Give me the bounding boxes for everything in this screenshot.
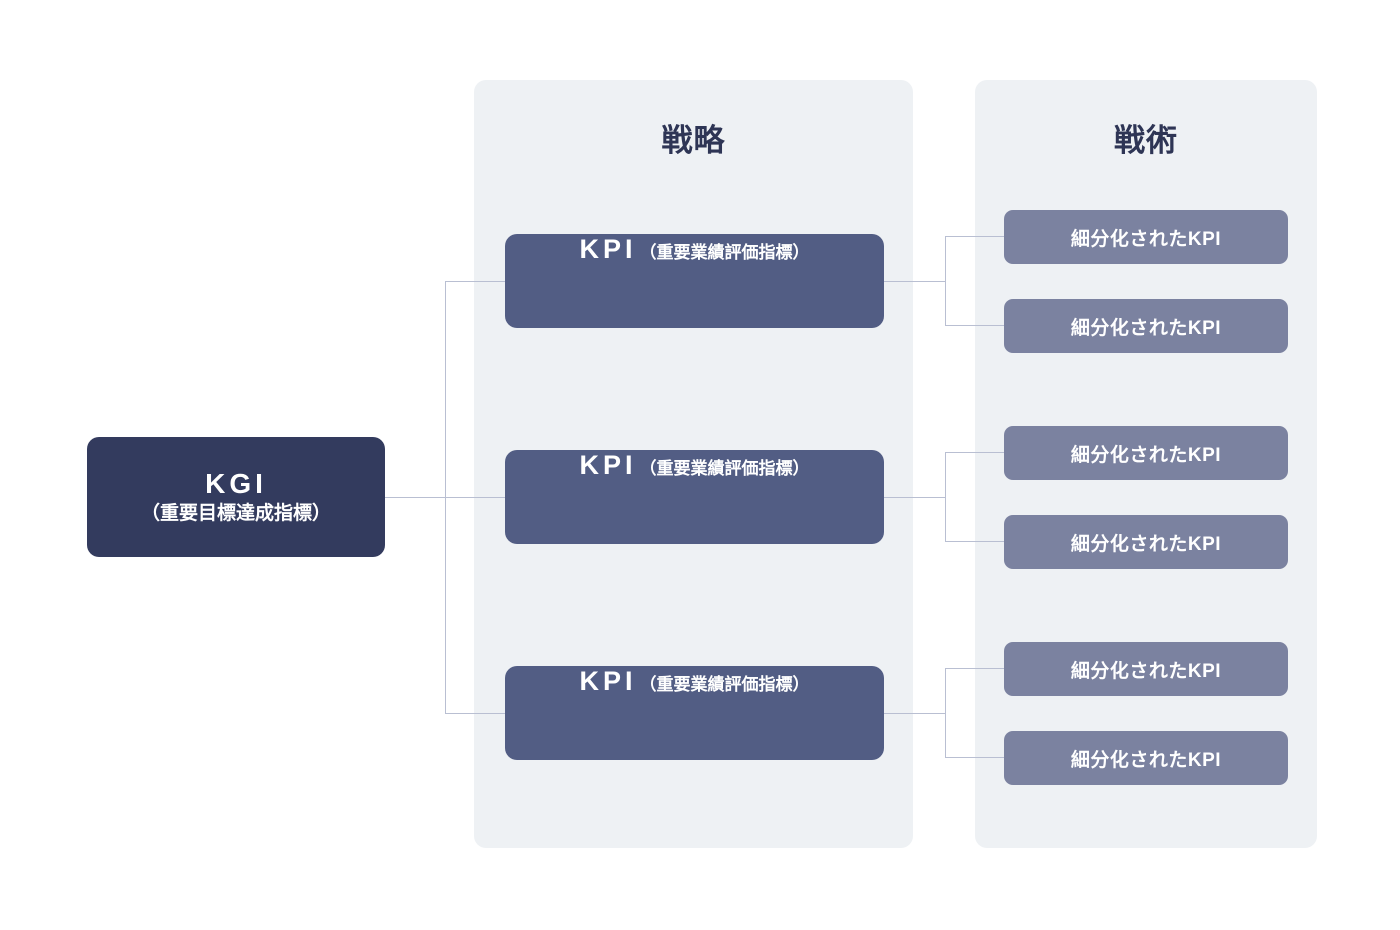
kpi-sub-label: （重要業績評価指標） bbox=[639, 243, 810, 262]
kpi-node-3[interactable]: KPI （重要業績評価指標） bbox=[505, 666, 884, 760]
sub-kpi-node-1-1[interactable]: 細分化されたKPI bbox=[1004, 210, 1288, 264]
kpi-sub-label: （重要業績評価指標） bbox=[639, 459, 810, 478]
connector-kpi3-branch-2 bbox=[945, 757, 1005, 758]
kpi-main-label: KPI bbox=[579, 450, 637, 480]
sub-kpi-node-2-2[interactable]: 細分化されたKPI bbox=[1004, 515, 1288, 569]
kpi-main-label: KPI bbox=[579, 666, 637, 696]
connector-kpi2-branch-2 bbox=[945, 541, 1005, 542]
connector-kpi1-trunk bbox=[945, 236, 946, 326]
connector-kpi3-branch-1 bbox=[945, 668, 1005, 669]
sub-kpi-node-1-2[interactable]: 細分化されたKPI bbox=[1004, 299, 1288, 353]
connector-kpi3-stub bbox=[884, 713, 946, 714]
connector-kgi-stub bbox=[385, 497, 446, 498]
kpi-node-1[interactable]: KPI （重要業績評価指標） bbox=[505, 234, 884, 328]
connector-kpi2-branch-1 bbox=[945, 452, 1005, 453]
kgi-main-label: KGI bbox=[205, 467, 267, 499]
kpi-sub-label: （重要業績評価指標） bbox=[639, 675, 810, 694]
connector-kpi2-trunk bbox=[945, 452, 946, 542]
sub-kpi-node-3-1[interactable]: 細分化されたKPI bbox=[1004, 642, 1288, 696]
sub-kpi-node-2-1[interactable]: 細分化されたKPI bbox=[1004, 426, 1288, 480]
tactics-column-title: 戦術 bbox=[1114, 123, 1178, 158]
kpi-node-2[interactable]: KPI （重要業績評価指標） bbox=[505, 450, 884, 544]
connector-kpi2-stub bbox=[884, 497, 946, 498]
connector-kpi1-branch-2 bbox=[945, 325, 1005, 326]
kpi-main-label: KPI bbox=[579, 234, 637, 264]
connector-kgi-branch-1 bbox=[445, 281, 506, 282]
connector-kpi1-branch-1 bbox=[945, 236, 1005, 237]
strategy-column-title: 戦略 bbox=[661, 123, 726, 158]
connector-kgi-branch-2 bbox=[445, 497, 506, 498]
sub-kpi-node-3-2[interactable]: 細分化されたKPI bbox=[1004, 731, 1288, 785]
connector-kpi1-stub bbox=[884, 281, 946, 282]
kgi-node[interactable]: KGI （重要目標達成指標） bbox=[87, 437, 385, 557]
kgi-sub-label: （重要目標達成指標） bbox=[140, 502, 331, 524]
connector-kpi3-trunk bbox=[945, 668, 946, 758]
connector-kgi-branch-3 bbox=[445, 713, 506, 714]
